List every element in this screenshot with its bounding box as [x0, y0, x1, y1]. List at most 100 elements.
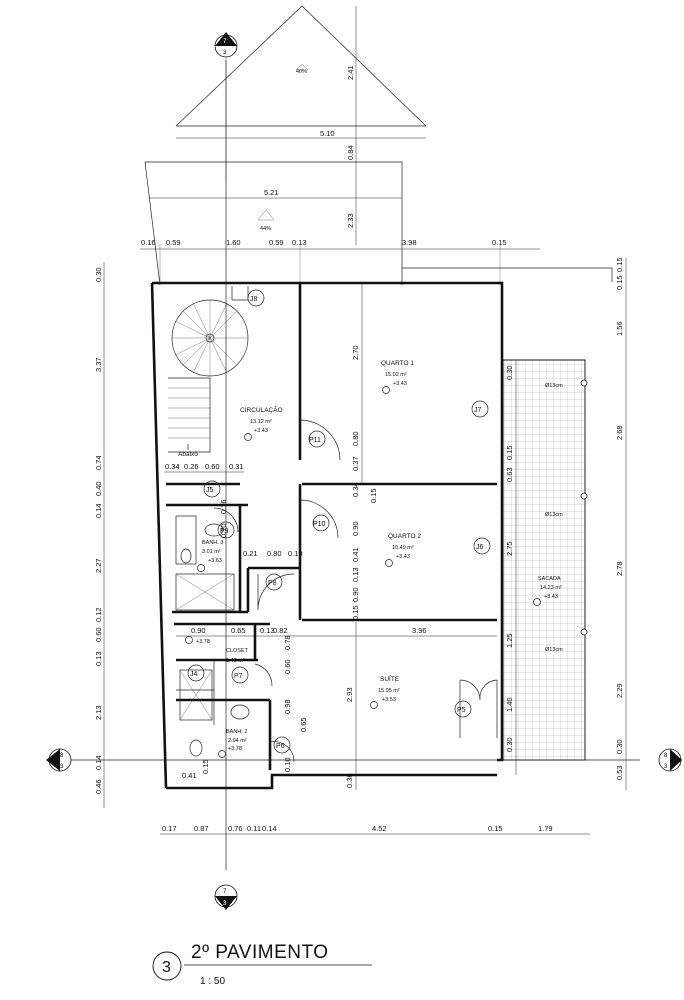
svg-text:0.63: 0.63: [505, 467, 514, 482]
room-area: 15.02 m²: [385, 372, 407, 378]
room-name: SACADA: [538, 576, 561, 582]
svg-text:0.34: 0.34: [351, 482, 360, 497]
svg-text:8: 8: [60, 753, 64, 759]
svg-text:0.13: 0.13: [94, 651, 103, 666]
svg-text:7: 7: [223, 39, 227, 45]
svg-text:0.30: 0.30: [94, 267, 103, 282]
svg-text:0.53: 0.53: [615, 765, 624, 780]
view-scale: 1 : 50: [200, 976, 225, 987]
top-dim: 1.60: [226, 238, 241, 247]
svg-text:0.14: 0.14: [94, 755, 103, 770]
roof-upper-width: 5.10: [320, 129, 335, 138]
svg-text:0.74: 0.74: [94, 455, 103, 470]
room-area: 13.12 m²: [250, 419, 272, 425]
svg-text:0.80: 0.80: [351, 431, 360, 446]
svg-text:0.90: 0.90: [191, 626, 206, 635]
svg-text:3.37: 3.37: [94, 357, 103, 372]
svg-text:0.13: 0.13: [260, 626, 275, 635]
room-banh1: BANH. 3 3.01 m² +3.63: [197, 540, 223, 572]
svg-text:2.29: 2.29: [615, 683, 624, 698]
right-dimension-chain: 0.15 0.15 1.56 2.68 2.78 2.29 0.30 0.53: [615, 257, 627, 790]
room-quarto2: QUARTO 2 10.49 m² +3.43: [385, 533, 421, 567]
svg-text:0.11: 0.11: [247, 824, 261, 833]
top-dim: 0.59: [166, 238, 181, 247]
svg-text:0.10: 0.10: [283, 757, 292, 772]
column-label: Ø13cm: [545, 647, 563, 653]
svg-text:0.82: 0.82: [273, 626, 288, 635]
room-level: +3.53: [382, 697, 396, 703]
room-name: CIRCULAÇÃO: [240, 405, 283, 414]
view-number: 3: [162, 959, 171, 976]
svg-text:0.90: 0.90: [351, 521, 360, 536]
svg-text:0.14: 0.14: [94, 503, 103, 518]
svg-text:0.26: 0.26: [184, 462, 199, 471]
room-name: CLOSET: [226, 648, 249, 654]
svg-text:0.15: 0.15: [505, 445, 514, 460]
column-label: Ø13cm: [545, 383, 563, 389]
svg-text:1.56: 1.56: [615, 321, 624, 336]
svg-text:1.25: 1.25: [505, 633, 514, 648]
roof-lower-height: 2.33: [346, 213, 355, 228]
room-sacada: SACADA 14.23 m² +3.43: [533, 576, 562, 606]
sacada-balcony: Ø13cm Ø13cm Ø13cm: [502, 359, 588, 761]
svg-text:0.76: 0.76: [228, 824, 243, 833]
svg-text:0.78: 0.78: [283, 635, 292, 650]
svg-text:0.30: 0.30: [505, 737, 514, 752]
section-marker-left: 8 3: [46, 748, 72, 772]
room-banh2: BANH. 2 2.94 m² +3.78: [218, 729, 247, 758]
bottom-dimension-chain: 0.17 0.87 0.76 0.11 0.14 4.52 0.15 1.79: [160, 824, 590, 835]
window-tag: J6: [476, 544, 484, 551]
svg-text:0.40: 0.40: [94, 481, 103, 496]
window-tag: J8: [250, 296, 258, 303]
svg-text:0.36: 0.36: [345, 773, 354, 788]
svg-text:0.10: 0.10: [288, 549, 303, 558]
svg-text:0.13: 0.13: [351, 567, 360, 582]
room-area: 2.94 m²: [228, 738, 247, 744]
door-tag: P9: [220, 528, 229, 535]
room-level: +3.78: [196, 639, 210, 645]
roof-lower-slope: 44%: [260, 226, 271, 232]
top-dim: 0.13: [292, 238, 307, 247]
section-marker-right: 8 3: [658, 748, 682, 772]
roof-upper-height: 2.41: [346, 65, 355, 80]
svg-text:0.87: 0.87: [194, 824, 209, 833]
top-dim: 0.15: [492, 238, 507, 247]
room-level: +3.43: [544, 594, 558, 600]
svg-text:3: 3: [223, 50, 227, 56]
svg-text:2.27: 2.27: [94, 558, 103, 573]
roof-lower-width: 5.21: [264, 188, 279, 197]
svg-text:2.78: 2.78: [615, 561, 624, 576]
room-level: +3.43: [396, 554, 410, 560]
svg-text:0.12: 0.12: [94, 607, 103, 622]
svg-text:0.14: 0.14: [262, 824, 277, 833]
top-dimension-chain: 0.16 0.59 1.60 0.59 0.13 3.98 0.15: [140, 238, 540, 285]
svg-text:0.65: 0.65: [231, 626, 246, 635]
svg-text:0.60: 0.60: [205, 462, 220, 471]
section-marker-bottom: 7 3: [214, 884, 238, 910]
inner-dimensions: 2.70 0.80 0.37 0.34 0.15 0.34 0.26 0.60 …: [164, 283, 517, 790]
svg-text:2.93: 2.93: [345, 687, 354, 702]
window-tag: J7: [474, 407, 482, 414]
svg-text:3: 3: [60, 764, 64, 770]
room-area: 15.05 m²: [378, 688, 400, 694]
roof-gap: 0.84: [346, 145, 355, 160]
spiral-stair: Abaixo: [168, 286, 249, 458]
svg-text:0.15: 0.15: [201, 759, 210, 774]
svg-text:0.15: 0.15: [369, 488, 378, 503]
svg-text:3.96: 3.96: [412, 626, 427, 635]
room-circulacao: CIRCULAÇÃO 13.12 m² +3.43: [240, 405, 283, 441]
door-tags: P11 P10 P9 P8 P7 P6 P5: [217, 430, 472, 754]
column-label: Ø13cm: [545, 512, 563, 518]
door-tag: P7: [234, 673, 243, 680]
svg-text:7: 7: [223, 889, 227, 895]
room-suite: SUÍTE 15.05 m² +3.53: [370, 674, 400, 709]
room-level: +3.43: [393, 381, 407, 387]
svg-text:1.79: 1.79: [538, 824, 553, 833]
room-area: 1.48 m²: [226, 658, 245, 664]
inner-walls: [166, 283, 497, 770]
svg-text:0.46: 0.46: [94, 779, 103, 794]
svg-text:0.30: 0.30: [505, 365, 514, 380]
svg-text:0.90: 0.90: [351, 587, 360, 602]
section-marker-top: 7 3: [214, 32, 238, 58]
